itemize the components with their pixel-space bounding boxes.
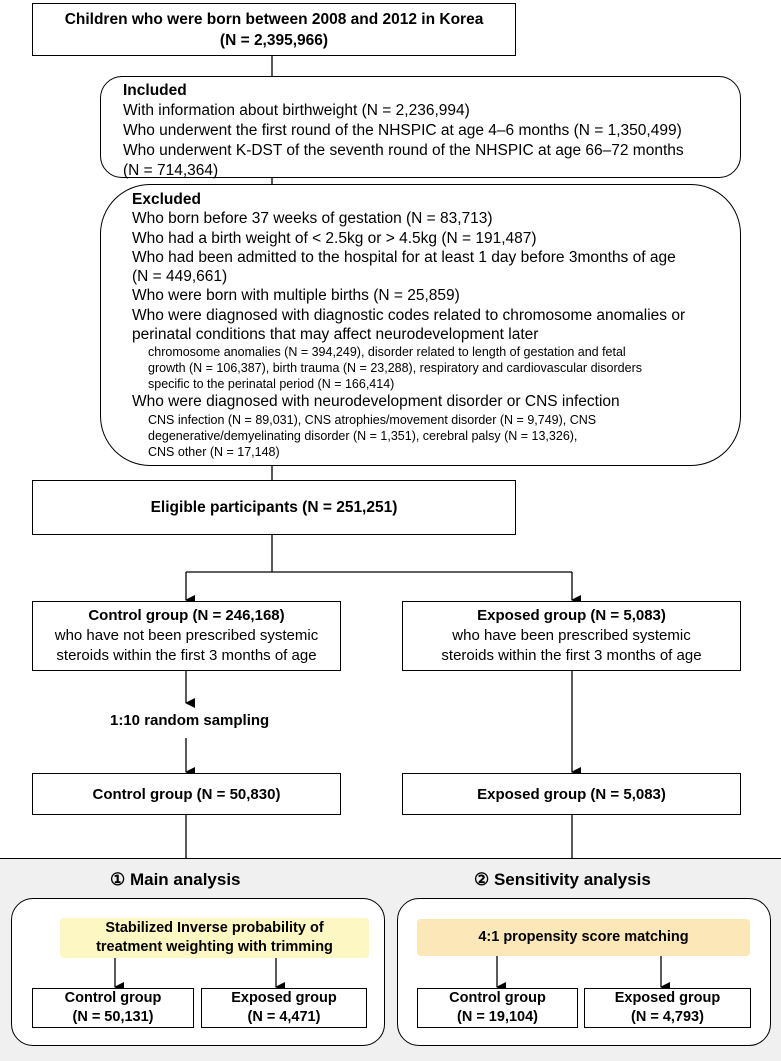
excluded-detail: specific to the perinatal period (N = 16… — [148, 377, 395, 392]
main-exposed-label: Exposed group — [231, 990, 337, 1006]
main-control-label: Control group — [64, 990, 162, 1006]
sensitivity-control-result: Control group (N = 19,104) — [417, 988, 578, 1028]
birth-cohort-line2: (N = 2,395,966) — [219, 31, 329, 49]
sensitivity-exposed-label: Exposed group — [614, 990, 721, 1006]
control-group-desc: steroids within the first 3 months of ag… — [56, 647, 317, 664]
psm-method-label: 4:1 propensity score matching — [417, 919, 750, 956]
main-control-n: (N = 50,131) — [72, 1009, 154, 1025]
excluded-detail: CNS other (N = 17,148) — [148, 444, 280, 459]
eligible-box: Eligible participants (N = 251,251) — [32, 480, 516, 535]
sensitivity-analysis-title: ② Sensitivity analysis — [474, 870, 651, 889]
excluded-criterion: Who had a birth weight of < 2.5kg or > 4… — [132, 229, 537, 247]
included-box: Included With information about birthwei… — [100, 76, 741, 179]
main-analysis-title: ① Main analysis — [110, 870, 241, 889]
main-exposed-result: Exposed group (N = 4,471) — [201, 988, 367, 1028]
included-line: Who underwent K-DST of the seventh round… — [123, 142, 684, 159]
eligible-label: Eligible participants (N = 251,251) — [150, 498, 398, 516]
excluded-criterion: Who were diagnosed with diagnostic codes… — [132, 306, 686, 324]
exposed-final-box: Exposed group (N = 5,083) — [402, 773, 741, 815]
sensitivity-control-label: Control group — [449, 990, 546, 1006]
iptw-method-line: treatment weighting with trimming — [96, 939, 333, 955]
control-sampled-box: Control group (N = 50,830) — [32, 773, 341, 815]
iptw-method-label: Stabilized Inverse probability of treatm… — [60, 918, 369, 958]
iptw-method-line: Stabilized Inverse probability of — [105, 920, 324, 936]
exposed-final-label: Exposed group (N = 5,083) — [477, 785, 666, 803]
exposed-group-desc: who have been prescribed systemic — [452, 627, 691, 644]
excluded-criterion: Who born before 37 weeks of gestation (N… — [132, 210, 493, 228]
excluded-detail: growth (N = 106,387), birth trauma (N = … — [148, 361, 642, 376]
excluded-criterion: Who had been admitted to the hospital fo… — [132, 248, 676, 266]
excluded-criterion: Who were diagnosed with neurodevelopment… — [132, 393, 620, 411]
excluded-box: Excluded Who born before 37 weeks of ges… — [100, 184, 741, 466]
sensitivity-control-n: (N = 19,104) — [456, 1009, 538, 1025]
excluded-detail: degenerative/demyelinating disorder (N =… — [148, 428, 578, 443]
psm-method-line: 4:1 propensity score matching — [478, 929, 689, 945]
excluded-heading: Excluded — [132, 191, 201, 208]
exposed-group-title: Exposed group (N = 5,083) — [477, 607, 666, 624]
included-line: With information about birthweight (N = … — [123, 102, 470, 119]
control-group-desc: who have not been prescribed systemic — [54, 627, 319, 644]
main-control-result: Control group (N = 50,131) — [32, 988, 194, 1028]
included-heading: Included — [123, 82, 187, 99]
birth-cohort-line1: Children who were born between 2008 and … — [64, 10, 484, 28]
sensitivity-exposed-result: Exposed group (N = 4,793) — [584, 988, 751, 1028]
excluded-criterion: perinatal conditions that may affect neu… — [132, 326, 539, 344]
control-group-title: Control group (N = 246,168) — [88, 607, 285, 624]
exposed-group-box: Exposed group (N = 5,083) who have been … — [402, 601, 741, 671]
control-group-box: Control group (N = 246,168) who have not… — [32, 601, 341, 671]
excluded-criterion: (N = 449,661) — [132, 268, 228, 286]
included-line: (N = 714,364) — [123, 162, 219, 179]
excluded-detail: CNS infection (N = 89,031), CNS atrophie… — [148, 412, 597, 427]
main-exposed-n: (N = 4,471) — [247, 1009, 321, 1025]
exposed-group-desc: steroids within the first 3 months of ag… — [441, 647, 702, 664]
included-line: Who underwent the first round of the NHS… — [123, 122, 682, 139]
control-sampled-label: Control group (N = 50,830) — [92, 785, 281, 803]
sensitivity-exposed-n: (N = 4,793) — [631, 1009, 704, 1025]
excluded-criterion: Who were born with multiple births (N = … — [132, 287, 460, 305]
sampling-label: 1:10 random sampling — [110, 712, 270, 729]
birth-cohort-box: Children who were born between 2008 and … — [32, 3, 516, 56]
excluded-detail: chromosome anomalies (N = 394,249), diso… — [148, 345, 626, 360]
